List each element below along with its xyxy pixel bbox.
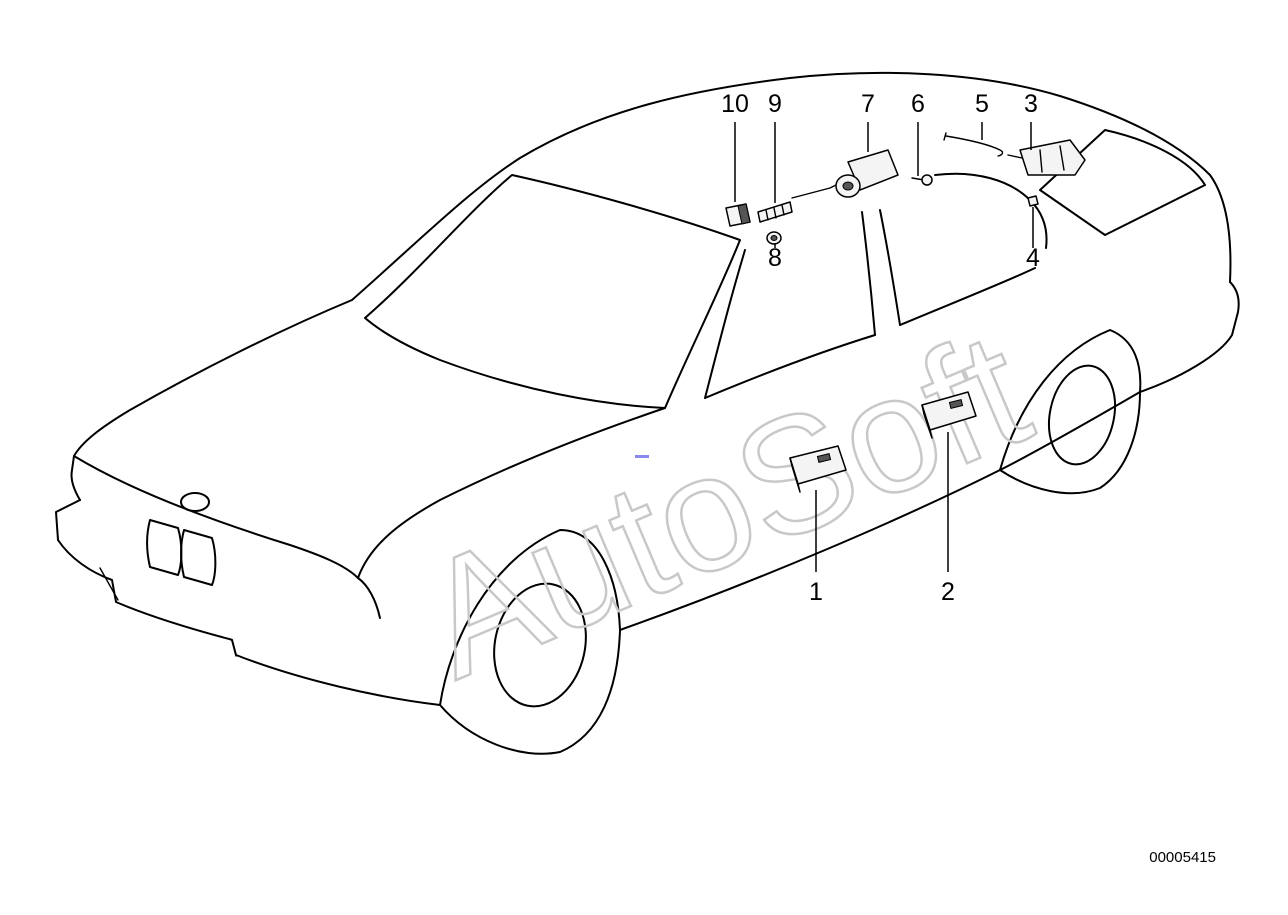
car-outline [55, 71, 1240, 755]
label-part-7: 7 [861, 90, 875, 118]
part-1-switch [789, 445, 847, 493]
car-rear-wheel [1048, 364, 1116, 466]
car-front-window [704, 334, 876, 399]
label-part-9: 9 [768, 90, 782, 118]
part-3-trunk-actuator [1007, 139, 1086, 176]
part-5-cable [943, 132, 1004, 157]
label-part-2: 2 [941, 578, 955, 606]
car-body-side-lower [619, 391, 1141, 631]
car-grille-right [180, 529, 217, 586]
car-roof-line [351, 71, 1232, 301]
car-rear-wheel-arch [999, 329, 1142, 471]
label-part-3: 3 [1024, 90, 1038, 118]
car-body-side [357, 407, 666, 579]
part-2-switch [921, 391, 977, 439]
car-hood-front [73, 455, 359, 579]
label-part-1: 1 [809, 578, 823, 606]
label-part-5: 5 [975, 90, 989, 118]
label-part-4: 4 [1026, 244, 1040, 272]
label-part-6: 6 [911, 90, 925, 118]
label-part-10: 10 [721, 90, 749, 118]
car-front-wheel-arch [439, 529, 621, 706]
car-windshield [364, 174, 741, 409]
label-part-8: 8 [768, 244, 782, 272]
car-rear-shoulder [1139, 281, 1240, 393]
part-8-grommet [766, 231, 782, 245]
car-rear-tire-outer [999, 391, 1141, 495]
car-bumper-lip [99, 567, 237, 657]
car-front-wheel [493, 582, 587, 708]
car-front-bumper [55, 499, 441, 706]
car-badge [180, 492, 210, 512]
part-10-clip [725, 203, 751, 227]
leader-lines [734, 122, 1034, 572]
watermark-mark [635, 455, 649, 458]
car-hood-line [70, 299, 353, 501]
car-grille-left [146, 519, 183, 576]
part-6-screw [911, 174, 933, 186]
car-rear-door-window [899, 267, 1036, 326]
car-b-pillar [861, 209, 901, 336]
car-rear-quarter-line [934, 172, 1048, 249]
watermark-text: AutoSoft [397, 296, 1052, 713]
part-labels: 10 9 7 6 5 3 8 4 1 2 [721, 90, 1040, 606]
car-a-pillar [704, 249, 746, 399]
part-7-actuator [791, 149, 899, 199]
car-front-tire-outer [439, 629, 621, 755]
car-hood-crease [357, 577, 381, 619]
car-rear-glass [1039, 129, 1206, 236]
drawing-number: 00005415 [1149, 849, 1216, 866]
part-9-pin [757, 201, 793, 223]
part-4-nut [1027, 195, 1039, 207]
